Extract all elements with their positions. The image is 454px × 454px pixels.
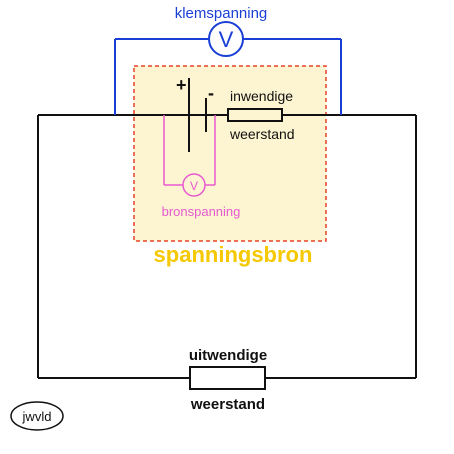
external-resistor-icon — [189, 366, 266, 390]
voltmeter-symbol: V — [219, 27, 234, 52]
voltage-source-box — [133, 65, 327, 242]
label-weerstand-outer: weerstand — [190, 396, 265, 413]
small-voltmeter-symbol: V — [190, 179, 198, 193]
minus-sign: - — [208, 83, 214, 103]
label-bronspanning: bronspanning — [162, 204, 241, 219]
label-uitwendige: uitwendige — [189, 347, 267, 364]
author-label: jwvld — [22, 409, 52, 424]
klemspanning-wiring — [114, 38, 342, 115]
bronspanning-wiring — [163, 115, 216, 186]
plus-sign: + — [176, 75, 187, 95]
label-weerstand-inner: weerstand — [229, 126, 295, 142]
voltmeter-icon — [208, 21, 244, 57]
battery-cell-icon — [188, 78, 207, 152]
author-badge — [10, 401, 64, 431]
label-inwendige: inwendige — [230, 88, 293, 104]
label-klemspanning: klemspanning — [175, 5, 268, 22]
label-spanningsbron: spanningsbron — [154, 242, 313, 267]
internal-resistor-icon — [227, 108, 283, 122]
small-voltmeter-icon — [182, 173, 206, 197]
